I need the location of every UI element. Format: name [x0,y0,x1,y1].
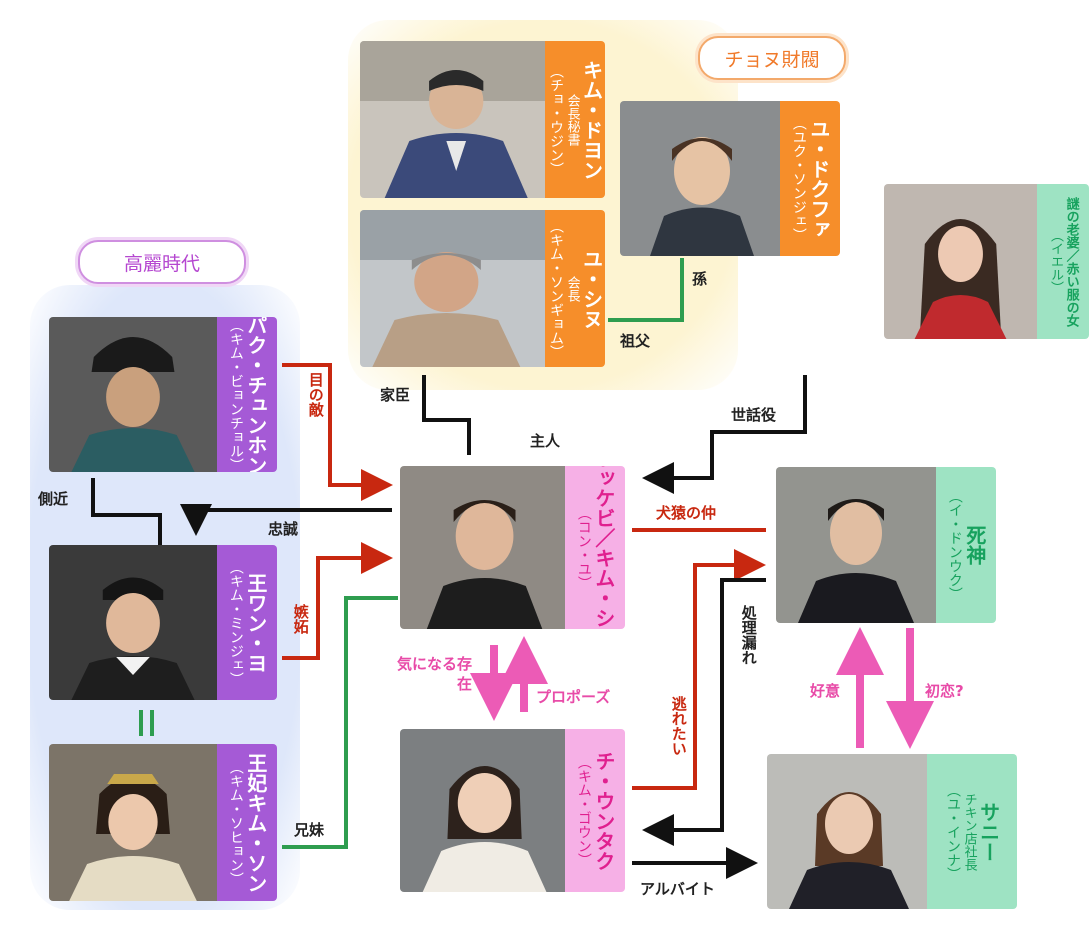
grim-reaper-name: 死神 [962,525,987,565]
label-proposal: プロポーズ [536,688,611,706]
grim-reaper-portrait [776,467,936,623]
park-junghun-actor: （キム・ビョンチョル） [227,317,244,472]
sunny-actor: （ユ・インナ） [945,782,962,881]
park-junghun-portrait [49,317,217,472]
yu-deokhwa-portrait [620,101,780,256]
line-siblings [282,596,398,849]
mystery-woman-actor: （イエル） [1048,229,1063,294]
card-yu-sinu[interactable]: ユ・シヌ 会長 （キム・ソンギョム） [360,210,605,367]
sunny-portrait [767,754,927,909]
label-siblings: 兄妹 [294,821,325,839]
goryeo-banner: 高麗時代 [78,240,246,284]
label-grandfather: 祖父 [620,332,651,350]
yu-deokhwa-actor: （ユク・ソンジェ） [790,115,807,242]
card-kim-dohyun[interactable]: キム・ドヨン 会長秘書 （チョ・ウジン） [360,41,605,198]
equal-mark [139,710,143,736]
ji-euntak-actor: （キム・ゴウン） [575,754,592,867]
card-sunny[interactable]: サニー チキン店社長 （ユ・インナ） [767,754,1017,909]
yu-sinu-name: ユ・シヌ [579,248,604,329]
line-want-escape [632,549,766,790]
wang-yeo-name: 王ワン・ヨ [243,572,268,673]
grim-reaper-actor: （イ・ドンウク） [946,489,963,601]
park-junghun-name: パク・チュンホン [243,317,268,472]
yu-sinu-actor: （キム・ソンギョム） [548,218,565,359]
yu-deokhwa-name: ユ・ドクファ [806,118,831,239]
sunny-name: サニー [976,801,1001,862]
label-affection: 好意 [810,682,841,700]
line-aide [91,478,162,545]
line-enemy [282,363,393,501]
line-caretaker [642,375,807,494]
card-goblin[interactable]: トッケビ／キム・シン （コン・ユ） [400,466,625,629]
label-rivals: 犬猿の仲 [656,504,717,522]
wang-yeo-portrait [49,545,217,700]
kim-dohyun-portrait [360,41,545,198]
card-yu-deokhwa[interactable]: ユ・ドクファ （ユク・ソンジェ） [620,101,840,256]
line-grandfather [608,258,684,322]
card-kim-sun[interactable]: 王妃キム・ソン （キム・ソヒョン） [49,744,277,901]
line-jealousy [282,542,393,660]
wang-yeo-actor: （キム・ミンジェ） [227,559,244,686]
kim-dohyun-actor: （チョ・ウジン） [548,63,565,176]
kim-sun-portrait [49,744,217,901]
label-loyalty: 忠誠 [268,520,299,538]
line-loyalty [180,504,392,536]
label-first-love: 初恋? [925,682,964,700]
label-want-escape: 逃れたい [669,696,688,756]
label-parttime: アルバイト [640,880,715,898]
label-master: 主人 [530,432,561,450]
card-park-junghun[interactable]: パク・チュンホン （キム・ビョンチョル） [49,317,277,472]
ji-euntak-portrait [400,729,565,892]
label-retainer: 家臣 [380,386,411,404]
card-wang-yeo[interactable]: 王ワン・ヨ （キム・ミンジェ） [49,545,277,700]
sunny-role: チキン店社長 [961,792,977,871]
label-caretaker: 世話役 [731,406,777,424]
label-curious: 気になる存在 [396,655,472,693]
card-ji-euntak[interactable]: チ・ウンタク （キム・ゴウン） [400,729,625,892]
label-aide: 側近 [38,490,69,508]
yu-sinu-portrait [360,210,545,367]
kim-dohyun-role: 会長秘書 [564,93,580,146]
yu-sinu-role: 会長 [564,275,580,302]
goblin-name: トッケビ／キム・シン [591,466,616,629]
card-mystery-woman[interactable]: 謎の老婆／赤い服の女 （イエル） [884,184,1089,339]
label-enemy: 目の敵 [306,372,325,417]
mystery-woman-portrait [884,184,1037,339]
goblin-portrait [400,466,565,629]
line-oversight [642,578,766,846]
kim-sun-name: 王妃キム・ソン [243,752,268,893]
label-grandson: 孫 [692,270,708,288]
mystery-woman-name: 謎の老婆／赤い服の女 [1063,196,1079,327]
label-jealousy: 嫉妬 [291,604,310,634]
card-grim-reaper[interactable]: 死神 （イ・ドンウク） [776,467,996,623]
chaebol-banner: チョヌ財閥 [698,36,846,80]
line-retainer [422,375,471,455]
ji-euntak-name: チ・ウンタク [591,750,616,871]
label-oversight: 処理漏れ [739,605,758,665]
goblin-actor: （コン・ユ） [575,505,592,590]
kim-dohyun-name: キム・ドヨン [579,59,604,180]
kim-sun-actor: （キム・ソヒョン） [227,759,244,886]
